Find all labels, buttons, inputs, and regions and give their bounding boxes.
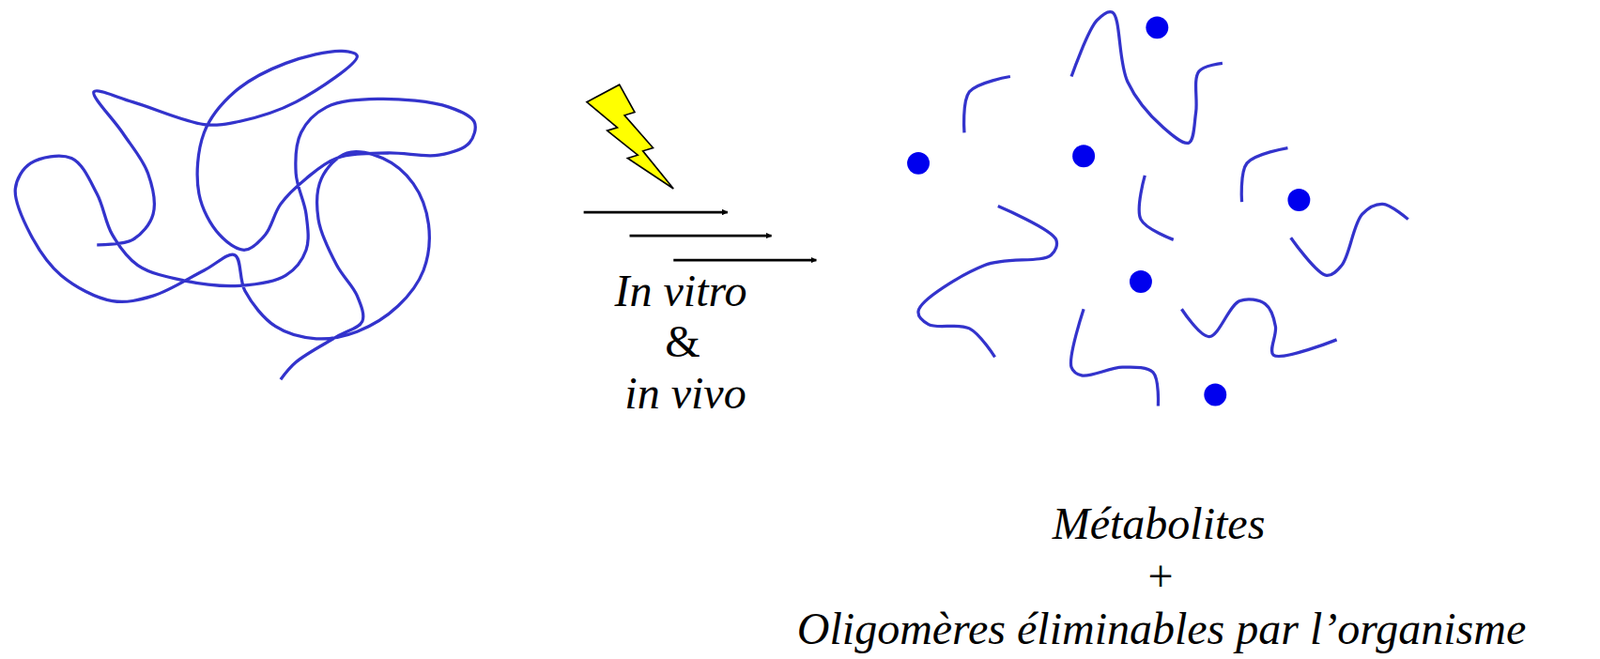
oligomer-fragment xyxy=(918,206,1058,358)
caption-text: Métabolites xyxy=(1052,501,1266,547)
metabolite-dot xyxy=(1145,15,1169,39)
oligomer-fragment xyxy=(964,76,1011,134)
reaction-arrow xyxy=(584,211,728,215)
lightning-bolt xyxy=(586,84,674,189)
metabolite-dot xyxy=(1287,188,1310,212)
oligomer-fragment xyxy=(1138,175,1174,240)
oligomer-fragment xyxy=(1070,308,1158,406)
caption-text: & xyxy=(664,319,700,365)
oligomer-fragment xyxy=(1071,12,1223,144)
metabolite-dot xyxy=(1072,144,1095,168)
caption-text: Oligomères éliminables par l’organisme xyxy=(797,606,1526,652)
oligomer-fragment xyxy=(1181,299,1337,357)
oligomer-fragment xyxy=(1291,203,1409,276)
reaction-arrow xyxy=(673,259,816,262)
reaction-arrow xyxy=(630,234,772,238)
caption-text: + xyxy=(1147,553,1173,600)
metabolite-dot xyxy=(1203,384,1227,407)
polymer-chain xyxy=(15,50,476,380)
caption-text: in vivo xyxy=(624,370,746,416)
caption-text: In vitro xyxy=(615,268,748,314)
metabolite-dot xyxy=(907,152,930,175)
oligomer-fragment xyxy=(1241,148,1288,203)
metabolite-dot xyxy=(1129,270,1153,293)
